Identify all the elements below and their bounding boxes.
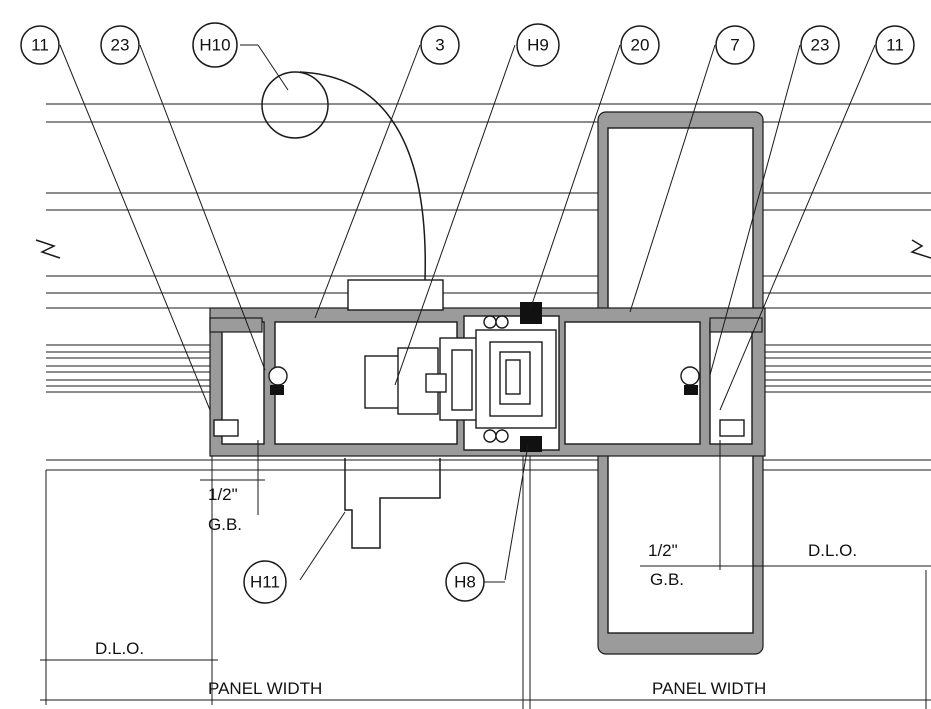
h10-curve bbox=[261, 71, 426, 281]
glass-unit-right bbox=[735, 344, 931, 393]
gb-right-size: 1/2" bbox=[648, 541, 678, 560]
callout-11-right: 11 bbox=[875, 25, 915, 65]
callout-label: 23 bbox=[111, 36, 130, 55]
callout-3: 3 bbox=[420, 25, 460, 65]
leader-lines bbox=[59, 44, 876, 581]
callout-h9: H9 bbox=[516, 23, 560, 67]
lower-box-profile bbox=[597, 439, 764, 655]
callout-7: 7 bbox=[715, 25, 755, 65]
break-mark-right bbox=[910, 239, 931, 259]
callout-label: 23 bbox=[811, 36, 830, 55]
anchor-plate-top bbox=[347, 279, 444, 311]
callout-h8: H8 bbox=[445, 562, 505, 602]
panel-width-left-label: PANEL WIDTH bbox=[208, 679, 322, 698]
upper-box-profile bbox=[597, 111, 764, 323]
splice-seals bbox=[483, 302, 542, 452]
gb-right-label: G.B. bbox=[650, 570, 684, 589]
callout-23-left: 23 bbox=[100, 25, 140, 65]
callout-label: 3 bbox=[435, 36, 444, 55]
callout-11-left: 11 bbox=[20, 25, 60, 65]
dim-panel-width: PANEL WIDTH PANEL WIDTH bbox=[40, 456, 931, 709]
callout-label: H10 bbox=[199, 36, 230, 55]
callout-h10: H10 bbox=[192, 22, 238, 68]
dim-dlo-left: D.L.O. bbox=[40, 470, 218, 705]
callout-label: 20 bbox=[631, 36, 650, 55]
gb-left-label: G.B. bbox=[208, 515, 242, 534]
callout-20: 20 bbox=[620, 25, 660, 65]
callout-label: H9 bbox=[527, 36, 549, 55]
callout-23-right: 23 bbox=[800, 25, 840, 65]
callout-label: H8 bbox=[454, 573, 476, 592]
callout-label: 11 bbox=[31, 36, 49, 55]
shear-block bbox=[364, 347, 447, 415]
panel-width-right-label: PANEL WIDTH bbox=[652, 679, 766, 698]
dlo-right-label: D.L.O. bbox=[808, 541, 857, 560]
interior-receptor bbox=[439, 329, 557, 429]
background-lines bbox=[46, 103, 931, 471]
dim-gb-left: 1/2" G.B. bbox=[200, 440, 265, 534]
callout-label: 11 bbox=[886, 36, 904, 55]
dlo-left-label: D.L.O. bbox=[95, 639, 144, 658]
gb-left-size: 1/2" bbox=[208, 485, 238, 504]
callout-h11: H11 bbox=[243, 560, 287, 604]
dim-gb-right: 1/2" G.B. D.L.O. bbox=[640, 440, 931, 589]
callout-label: H11 bbox=[250, 573, 280, 592]
callout-label: 7 bbox=[730, 36, 739, 55]
break-mark-left bbox=[35, 239, 61, 259]
anchor-profile-bottom bbox=[344, 458, 441, 549]
